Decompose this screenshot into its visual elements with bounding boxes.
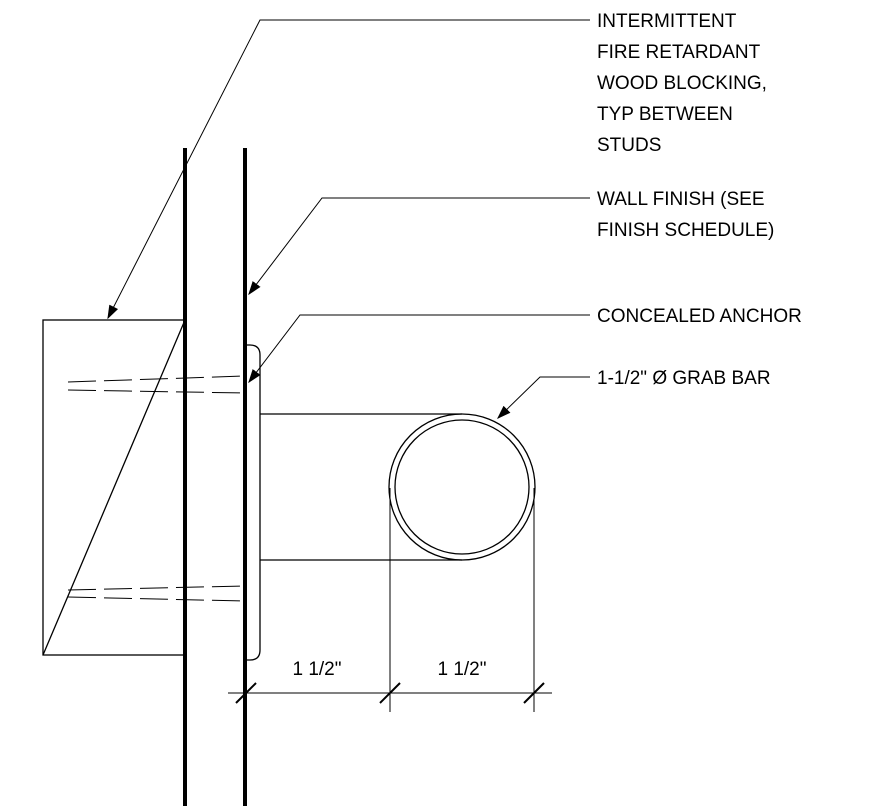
anchor-screws	[67, 375, 246, 602]
dimension-string	[228, 488, 552, 712]
note-concealed-anchor: CONCEALED ANCHOR	[597, 306, 802, 327]
grab-bar	[260, 413, 536, 561]
dimension-label-2: 1 1/2"	[437, 659, 486, 680]
note-grab-bar: 1-1/2" Ø GRAB BAR	[597, 368, 771, 389]
note-blocking-line-2: FIRE RETARDANT	[597, 42, 761, 63]
note-wall-finish: WALL FINISH (SEE FINISH SCHEDULE)	[597, 189, 774, 241]
leaders	[107, 19, 590, 419]
dimension-label-1: 1 1/2"	[292, 659, 341, 680]
note-wall-finish-line-1: WALL FINISH (SEE	[597, 189, 765, 210]
note-blocking-line-5: STUDS	[597, 135, 661, 156]
concealed-anchor-flange	[245, 344, 261, 661]
note-wood-blocking: INTERMITTENT FIRE RETARDANT WOOD BLOCKIN…	[597, 11, 767, 156]
wood-blocking	[42, 319, 186, 656]
note-blocking-line-3: WOOD BLOCKING,	[597, 73, 767, 94]
note-blocking-line-4: TYP BETWEEN	[597, 104, 733, 125]
note-wall-finish-line-2: FINISH SCHEDULE)	[597, 220, 774, 241]
note-blocking-line-1: INTERMITTENT	[597, 11, 737, 32]
